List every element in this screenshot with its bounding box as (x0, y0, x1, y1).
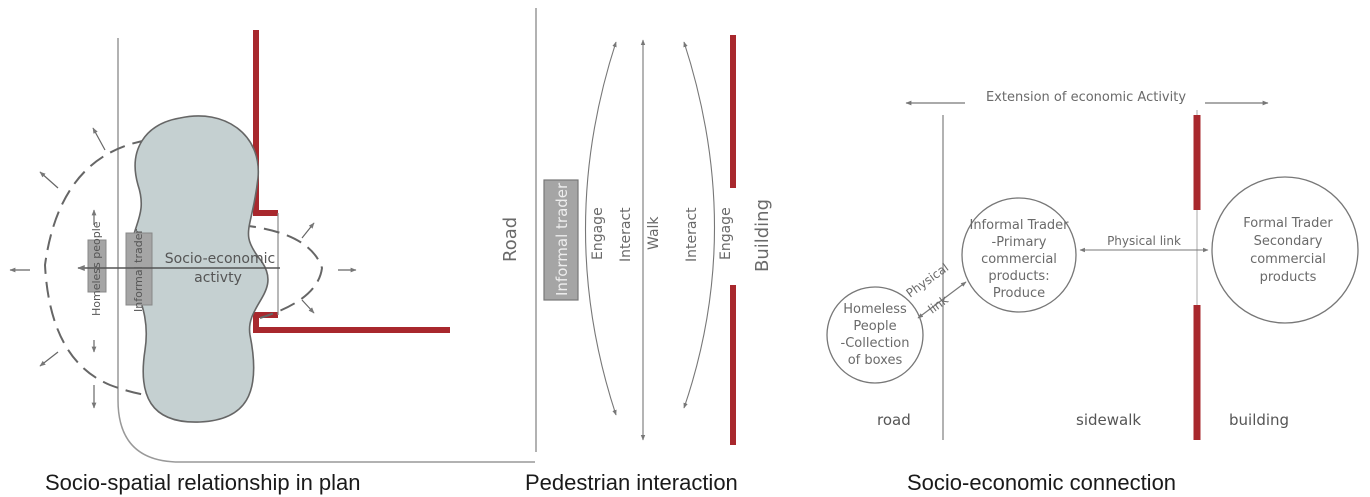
plan-panel: Homeless people Informal trader Socio-ec… (9, 30, 535, 495)
interact-left-label: Interact (618, 207, 634, 262)
radiating-arrows (9, 127, 357, 367)
engage-right-label: Engage (718, 207, 734, 260)
homeless-text-2: People (853, 319, 896, 334)
influence-outline (43, 139, 324, 398)
extension-label: Extension of economic Activity (986, 90, 1186, 105)
informal-trader-box (125, 232, 153, 306)
physical-link-diag-label-1: Physical (904, 260, 952, 300)
connection-caption: Socio-economic connection (907, 470, 1176, 495)
homeless-text-3: -Collection (841, 336, 910, 351)
homeless-text-4: of boxes (848, 353, 903, 368)
road-label: Road (500, 217, 521, 262)
sidewalk-zone-label: sidewalk (1076, 411, 1141, 429)
engage-arc-left (584, 41, 617, 416)
road-zone-label: road (877, 411, 911, 429)
formal-text-3: commercial (1250, 252, 1326, 267)
pedestrian-caption: Pedestrian interaction (525, 470, 738, 495)
formal-trader-circle (1211, 176, 1359, 324)
road-line (117, 38, 535, 463)
informal-trader-stall (543, 179, 579, 301)
homeless-circle (826, 286, 924, 384)
informal-trader-circle (961, 197, 1077, 313)
walk-label: Walk (646, 216, 662, 250)
informal-text-1: Informal Trader (969, 218, 1069, 233)
informal-text-2: -Primary (992, 235, 1047, 250)
informal-text-5: Produce (993, 286, 1045, 301)
homeless-text-1: Homeless (843, 302, 907, 317)
physical-link-diag (917, 281, 967, 319)
informal-text-4: products: (988, 269, 1049, 284)
plan-caption: Socio-spatial relationship in plan (45, 470, 361, 495)
informal-trader-label: Informal trader (553, 182, 571, 296)
activity-label-2: activty (194, 270, 242, 286)
informal-text-3: commercial (981, 252, 1057, 267)
homeless-label: Homeless people (90, 221, 103, 316)
activity-label-1: Socio-economic (165, 251, 275, 267)
building-wall-upper (253, 30, 278, 216)
building-wall-lower (253, 312, 450, 333)
building-zone-label: building (1229, 411, 1289, 429)
physical-link-label: Physical link (1107, 234, 1181, 248)
socio-economic-blob (129, 115, 269, 423)
engage-left-label: Engage (590, 207, 606, 260)
formal-text-2: Secondary (1254, 234, 1323, 249)
homeless-box (87, 239, 107, 293)
formal-text-1: Formal Trader (1243, 216, 1333, 231)
informal-label: Informal trader (132, 229, 145, 312)
formal-text-4: products (1260, 270, 1317, 285)
building-label: Building (752, 199, 773, 272)
interact-right-label: Interact (684, 207, 700, 262)
pedestrian-panel: Road Informal trader Engage Interact Wal… (500, 8, 773, 495)
engage-arc-right (683, 41, 716, 409)
connection-panel: Extension of economic Activity Physical … (826, 88, 1359, 495)
